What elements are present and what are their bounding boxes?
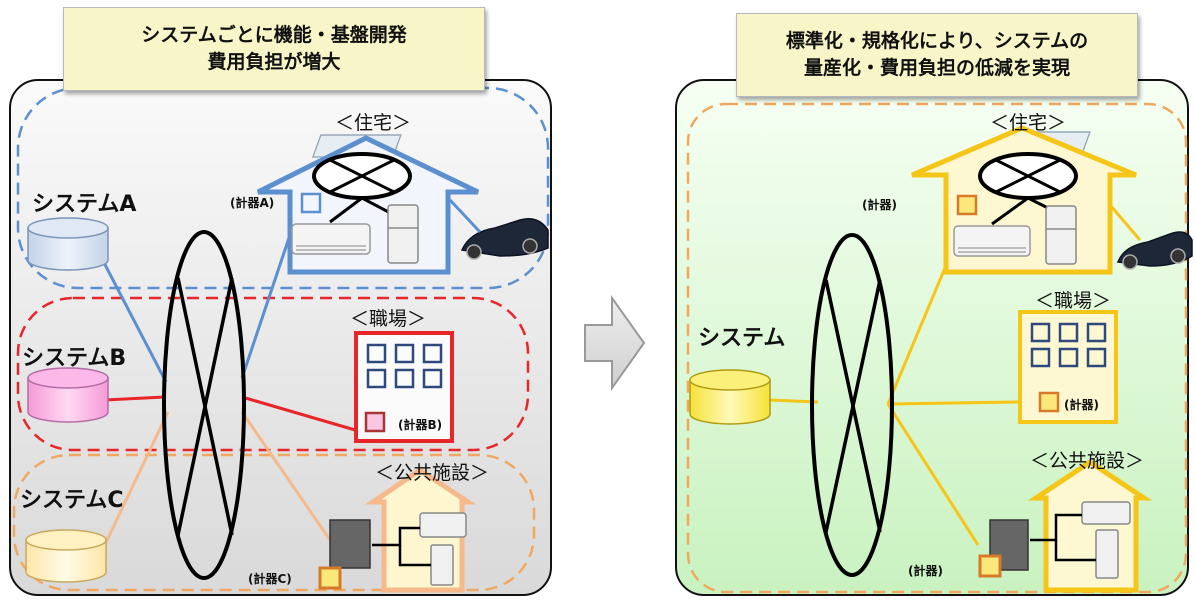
meter-a-label: (計器A) (230, 196, 275, 210)
line-b-right (241, 395, 363, 434)
line-b-left (103, 395, 166, 402)
house-label-right: ＜住宅＞ (990, 112, 1067, 134)
line-car (1108, 204, 1142, 241)
system-b-label: システムB (22, 346, 127, 371)
public-facility-label-right: ＜公共施設＞ (1030, 450, 1145, 472)
zone-system-b (16, 296, 530, 452)
left-title-line2: 費用負担が増大 (207, 51, 341, 73)
network-icon (162, 230, 246, 580)
house-label: ＜住宅＞ (335, 112, 412, 134)
system-c-label: システムC (20, 488, 124, 513)
meter-c-label: (計器C) (248, 572, 292, 586)
line-house (886, 255, 952, 405)
car-icon (460, 218, 549, 260)
meter-office-label: (計器) (1064, 398, 1099, 412)
breaker-panel-icon (329, 519, 371, 569)
public-facility-label: ＜公共施設＞ (375, 462, 490, 484)
line-system (769, 398, 819, 404)
zone-system-a (16, 86, 550, 290)
right-title-line2: 量産化・費用負担の低減を実現 (803, 57, 1070, 79)
line-office (887, 400, 1021, 406)
meter-b-label: (計器B) (398, 418, 443, 432)
network-icon (810, 233, 894, 577)
office-label: ＜職場＞ (350, 308, 427, 330)
left-title-line1: システムごとに機能・基盤開発 (141, 24, 407, 46)
air-conditioner-icon (953, 225, 1031, 257)
line-car (448, 198, 482, 234)
public-facility-icon (364, 466, 477, 593)
system-label: システム (698, 326, 786, 351)
left-panel (9, 79, 552, 596)
right-title-banner: 標準化・規格化により、システムの 量産化・費用負担の低減を実現 (736, 13, 1138, 97)
meter-public-label: (計器) (908, 564, 943, 578)
office-label-right: ＜職場＞ (1035, 290, 1112, 312)
zone-unified (686, 102, 1188, 594)
refrigerator-icon (387, 204, 419, 264)
line-public (886, 403, 980, 546)
line-c-right (240, 411, 332, 541)
system-a-label: システムA (32, 192, 137, 217)
meter-b-icon (364, 411, 386, 433)
meter-office-icon (1038, 391, 1060, 413)
meter-c-icon (318, 566, 342, 590)
line-a-left (98, 254, 168, 383)
left-panel-frame (9, 79, 552, 596)
refrigerator-icon (1045, 205, 1077, 265)
office-building-icon (1018, 310, 1118, 424)
meter-a-icon (300, 192, 322, 214)
right-title-line1: 標準化・規格化により、システムの (785, 30, 1089, 52)
transition-arrow-icon (584, 294, 646, 392)
database-b-icon (27, 367, 109, 423)
right-panel (675, 79, 1193, 596)
air-conditioner-icon (291, 223, 371, 255)
database-c-icon (25, 529, 107, 583)
meter-house-icon (956, 194, 978, 216)
database-icon (689, 369, 771, 425)
meter-house-label: (計器) (862, 198, 897, 212)
line-a-right (240, 219, 297, 379)
left-title-banner: システムごとに機能・基盤開発 費用負担が増大 (63, 7, 485, 91)
database-a-icon (27, 217, 109, 271)
line-c-left (98, 411, 170, 556)
car-icon (1116, 231, 1193, 270)
public-facility-icon (1027, 458, 1153, 593)
meter-public-icon (978, 554, 1002, 578)
